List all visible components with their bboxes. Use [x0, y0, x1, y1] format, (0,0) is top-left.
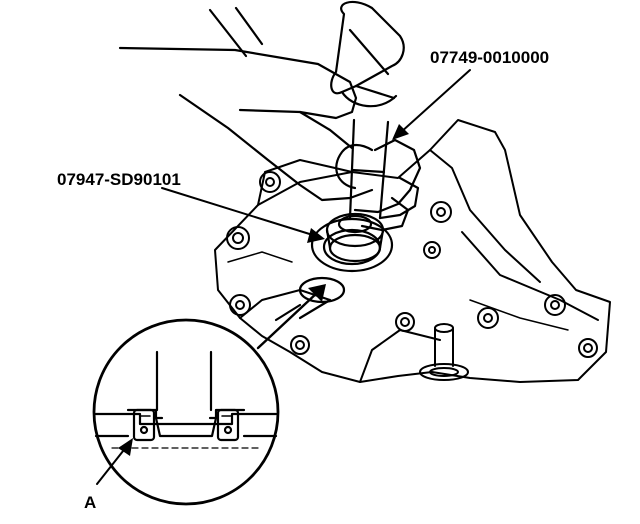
- leader-detail: [256, 284, 326, 350]
- leader-installer-attachment: [161, 187, 325, 243]
- callout-installer-attachment: 07947-SD90101: [57, 170, 181, 189]
- leader-driver-handle: [392, 69, 471, 140]
- hammer: [208, 0, 405, 108]
- left-hand: [118, 46, 422, 232]
- transmission-housing: [214, 119, 611, 383]
- leader-detail-marker: [96, 438, 133, 485]
- dowel-pin: [419, 323, 469, 381]
- callout-driver-handle: 07749-0010000: [430, 48, 549, 67]
- seal-bore: [274, 217, 394, 322]
- detail-inset: [92, 318, 280, 506]
- driver-handle: [348, 118, 390, 220]
- callout-detail-marker: A: [84, 493, 96, 512]
- bolt-holes: [226, 171, 598, 358]
